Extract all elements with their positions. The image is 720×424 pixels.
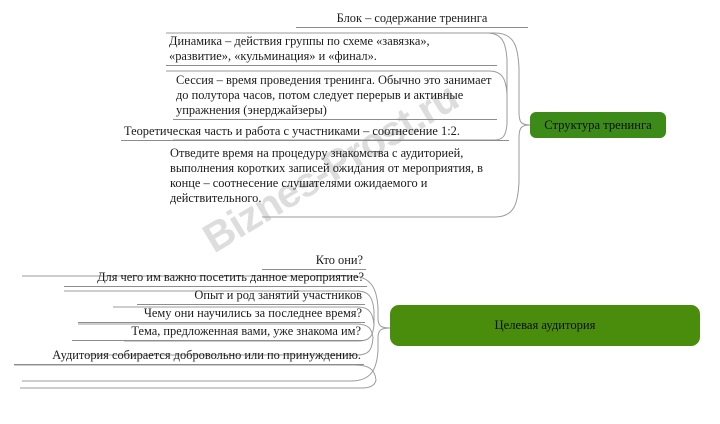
node-struktura-treninga-label: Структура тренинга (544, 117, 652, 132)
node-struktura-treninga[interactable]: Структура тренинга (530, 112, 666, 138)
topic-opyt-i-rod-zanyatij[interactable]: Опыт и род занятий участников (137, 288, 365, 306)
node-celevaya-auditoriya-label: Целевая аудитория (494, 318, 596, 332)
topic-dinamika[interactable]: Динамика – действия группы по схеме «зав… (166, 34, 497, 67)
topic-teoreticheskaya-chast[interactable]: Теоретическая часть и работа с участника… (121, 124, 509, 142)
node-celevaya-auditoriya[interactable]: Целевая аудитория (390, 305, 700, 346)
topic-blok-soderzhanie[interactable]: Блок – содержание тренинга (296, 11, 528, 29)
bracket-inner-lower-d (14, 364, 377, 389)
topic-chemu-nauchilis[interactable]: Чему они научились за последнее время? (78, 306, 365, 324)
topic-otvedite-vremya[interactable]: Отведите время на процедуру знакомства с… (170, 146, 483, 206)
topic-sessiya[interactable]: Сессия – время проведения тренинга. Обыч… (173, 73, 497, 121)
topic-dlya-chego-vazhno[interactable]: Для чего им важно посетить данное меропр… (64, 270, 367, 288)
topic-tema-znakoma[interactable]: Тема, предложенная вами, уже знакома им? (72, 324, 364, 342)
topic-auditoriya-dobrovolno[interactable]: Аудитория собирается добровольно или по … (14, 348, 364, 366)
topic-kto-oni[interactable]: Кто они? (262, 253, 366, 271)
